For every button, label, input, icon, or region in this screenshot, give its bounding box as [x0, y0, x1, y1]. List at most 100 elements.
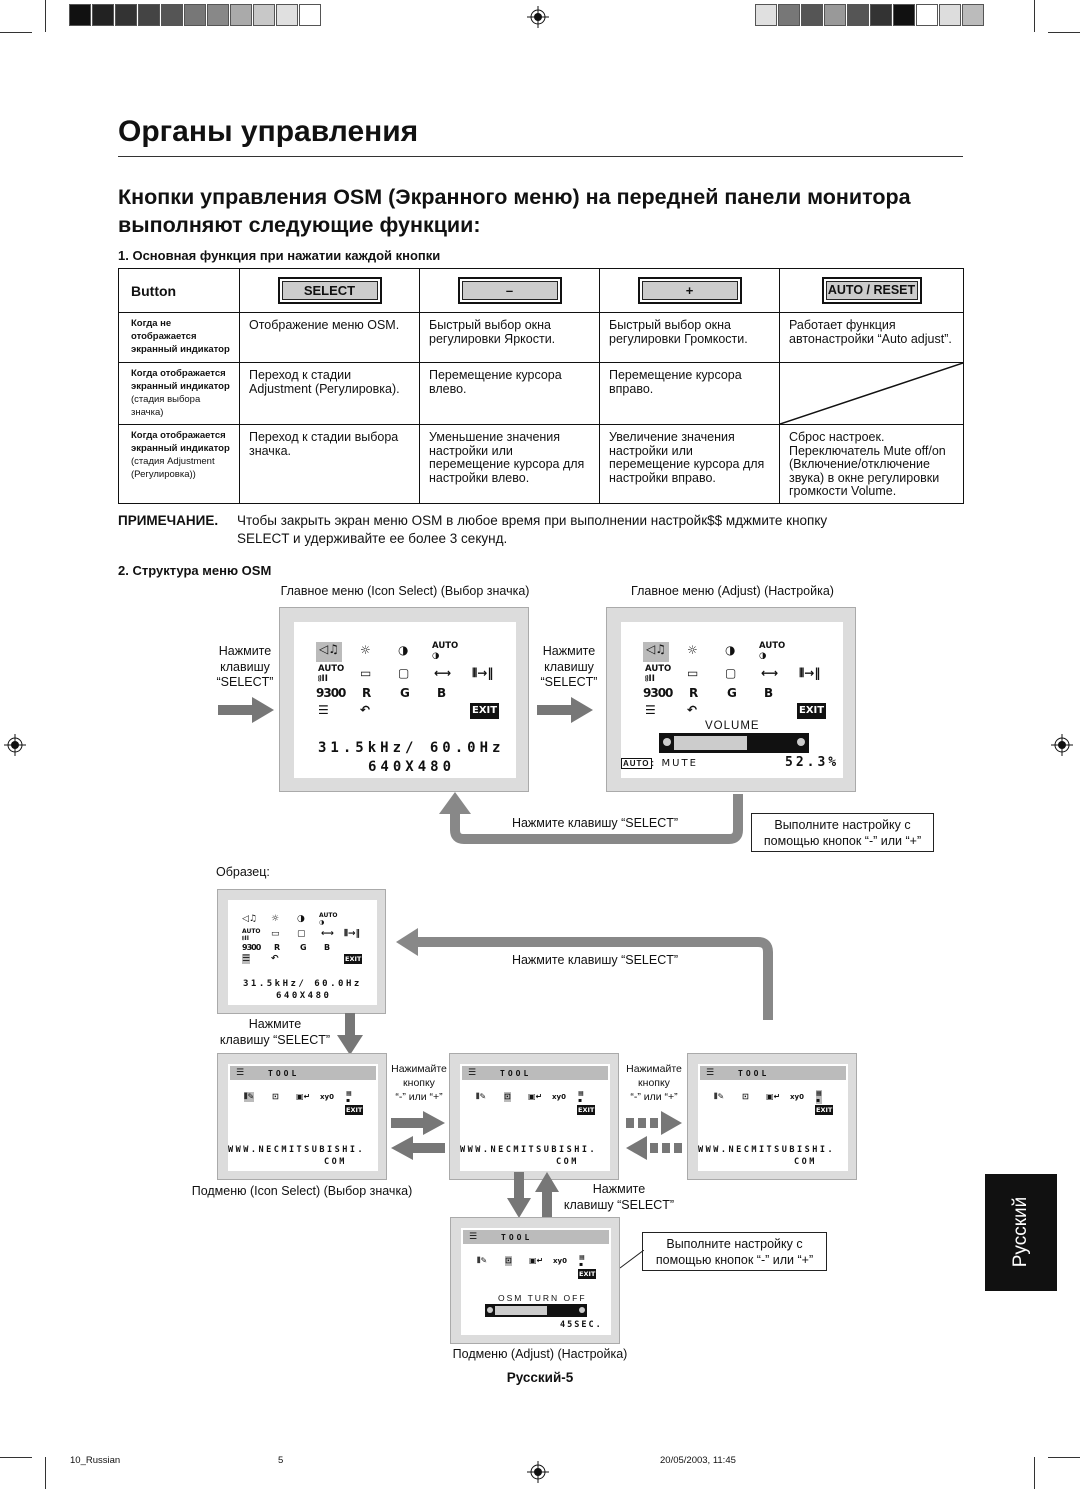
color-temp: 9300 — [643, 686, 673, 700]
table-row: Когда отображается экранный индикатор (с… — [118, 424, 964, 504]
tool-icon: ☰ — [706, 1068, 715, 1078]
select-button[interactable]: SELECT — [277, 277, 382, 304]
position-icon: ▭ — [360, 666, 372, 680]
table-cell: Быстрый выбор окна регулировки Яркости. — [419, 312, 600, 363]
tool-icon: ☰ — [469, 1232, 478, 1242]
note-label: ПРИМЕЧАНИЕ. — [118, 513, 219, 528]
brightness-icon: ☼ — [360, 643, 371, 657]
row-label-note: (стадия Adjustment (Регулировка)) — [131, 456, 215, 480]
position-icon: ▭ — [271, 929, 280, 939]
osd-tool-submenu-2: ☰ TOOL ⦀✎ ⊡ ▣↵ xy0 ▦▪ EXIT WWW.NECMITSUB… — [449, 1053, 619, 1180]
color-r: R — [362, 686, 372, 700]
contrast-icon: ◑ — [725, 643, 736, 657]
table-cell: Перемещение курсора влево. — [419, 362, 600, 425]
arrow-left-icon — [391, 1136, 445, 1160]
plus-icon — [579, 1307, 585, 1313]
language-icon: ⦀✎ — [714, 1092, 725, 1101]
table-cell: Сброс настроек. Переключатель Mute off/o… — [779, 424, 964, 504]
footer-date: 20/05/2003, 11:45 — [660, 1455, 736, 1466]
osd-tool-title: TOOL — [268, 1069, 300, 1078]
hotkey-icon: xy0 — [790, 1093, 804, 1101]
note-line-1: Чтобы закрыть экран меню OSM в любое вре… — [237, 513, 828, 528]
color-temp: 9300 — [242, 943, 261, 952]
osm-timer-icon: ▣↵ — [529, 1256, 544, 1265]
osm-position-icon: ⊡ — [504, 1092, 511, 1102]
language-icon: ⦀✎ — [477, 1256, 488, 1265]
color-g: G — [400, 686, 410, 700]
info-icon: ▦▪ — [579, 1254, 585, 1268]
table-row: Когда отображается экранный индикатор (с… — [118, 362, 964, 425]
tool-icon: ☰ — [468, 1068, 477, 1078]
arrow-down-icon — [337, 1013, 363, 1055]
table-cell: Работает функция автонастройки “Auto adj… — [779, 312, 964, 363]
fine-icon: ⦀→‖ — [344, 929, 361, 939]
osd-tool-adjust-screen: ☰ TOOL ⦀✎ ⊡ ▣↵ xy0 ▦▪ EXIT OSM TURN OFF … — [450, 1217, 620, 1344]
language-tab: Русский — [985, 1174, 1057, 1291]
controls-table: Button SELECT – + AUTO / RESET Когда не … — [118, 268, 964, 504]
arrow-down-icon — [507, 1172, 531, 1218]
contrast-icon: ◑ — [297, 914, 305, 924]
volume-slider-fill — [674, 736, 747, 750]
table-cell: Увеличение значения настройки или переме… — [599, 424, 780, 504]
h-size-icon: ⟷ — [761, 666, 779, 680]
arrow-return-icon — [396, 928, 773, 1020]
table-cell: Быстрый выбор окна регулировки Громкости… — [599, 312, 780, 363]
osd-tool-title: TOOL — [500, 1069, 532, 1078]
osd-tool-submenu-3: ☰ TOOL ⦀✎ ⊡ ▣↵ xy0 ▦▪ EXIT WWW.NECMITSUB… — [687, 1053, 857, 1180]
osd-url: WWW.NECMITSUBISHI. — [228, 1145, 366, 1155]
row-label: Когда отображается экранный индикатор — [131, 430, 230, 454]
color-g: G — [300, 943, 307, 952]
press-select-label-4: Нажмите клавишу “SELECT” — [511, 953, 679, 967]
volume-slider[interactable] — [659, 733, 809, 753]
arrow-return-icon — [439, 792, 743, 844]
osm-timer-slider[interactable] — [485, 1304, 587, 1317]
h-size-icon: ⟷ — [321, 929, 334, 939]
hotkey-icon: xy0 — [320, 1093, 334, 1101]
hotkey-icon: xy0 — [553, 1257, 567, 1265]
info-icon: ▦▪ — [816, 1090, 822, 1104]
osd-resolution: 640X480 — [276, 991, 332, 1001]
registration-mark-bottom-icon — [527, 1461, 549, 1483]
exit-icon: EXIT — [344, 954, 363, 964]
color-b: B — [324, 943, 331, 952]
registration-mark-right-icon — [1051, 734, 1073, 756]
osd-url: WWW.NECMITSUBISHI. — [698, 1145, 836, 1155]
osd-url: WWW.NECMITSUBISHI. — [460, 1145, 598, 1155]
osm-timer-slider-fill — [495, 1306, 547, 1315]
page-title: Органы управления — [118, 115, 419, 148]
arrow-left-dashed-icon — [626, 1136, 682, 1160]
osd-main-icon-select-screen: ◁♫ ☼ ◑ AUTO◑ AUTO⧙⧘II ▭ ▢ ⟷ ⦀→‖ 9300 R G… — [279, 607, 529, 792]
brightness-icon: ☼ — [271, 914, 280, 924]
sample-label: Образец: — [216, 865, 270, 879]
position-icon: ▭ — [687, 666, 699, 680]
language-icon: ⦀✎ — [244, 1092, 255, 1102]
hotkey-icon: xy0 — [552, 1093, 566, 1101]
info-icon: ▦▪ — [578, 1090, 584, 1104]
plus-button[interactable]: + — [637, 277, 742, 304]
auto-adjust-icon: AUTO◑ — [432, 641, 459, 661]
tool-icon: ☰ — [645, 703, 656, 717]
tool-icon: ☰ — [236, 1068, 245, 1078]
table-cell: Отображение меню OSM. — [239, 312, 420, 363]
osd-timer-value: 45SEC. — [560, 1320, 603, 1330]
minus-icon — [487, 1307, 493, 1313]
osd-url-domain: COM — [324, 1157, 347, 1167]
exit-icon: EXIT — [345, 1105, 364, 1115]
size-icon: ▢ — [398, 666, 410, 680]
color-g: G — [727, 686, 737, 700]
color-temp: 9300 — [316, 686, 346, 700]
empty-cell-diagonal — [779, 362, 964, 425]
auto-position-icon: AUTO⧙⧘II — [318, 664, 345, 684]
osm-timer-icon: ▣↵ — [766, 1092, 781, 1101]
minus-button[interactable]: – — [457, 277, 562, 304]
auto-reset-button[interactable]: AUTO / RESET — [821, 277, 922, 304]
page-subtitle: Кнопки управления OSM (Экранного меню) н… — [118, 185, 911, 237]
table-cell: Переход к стадии выбора значка. — [239, 424, 420, 504]
osd-turnoff-label: OSM TURN OFF — [498, 1293, 587, 1303]
